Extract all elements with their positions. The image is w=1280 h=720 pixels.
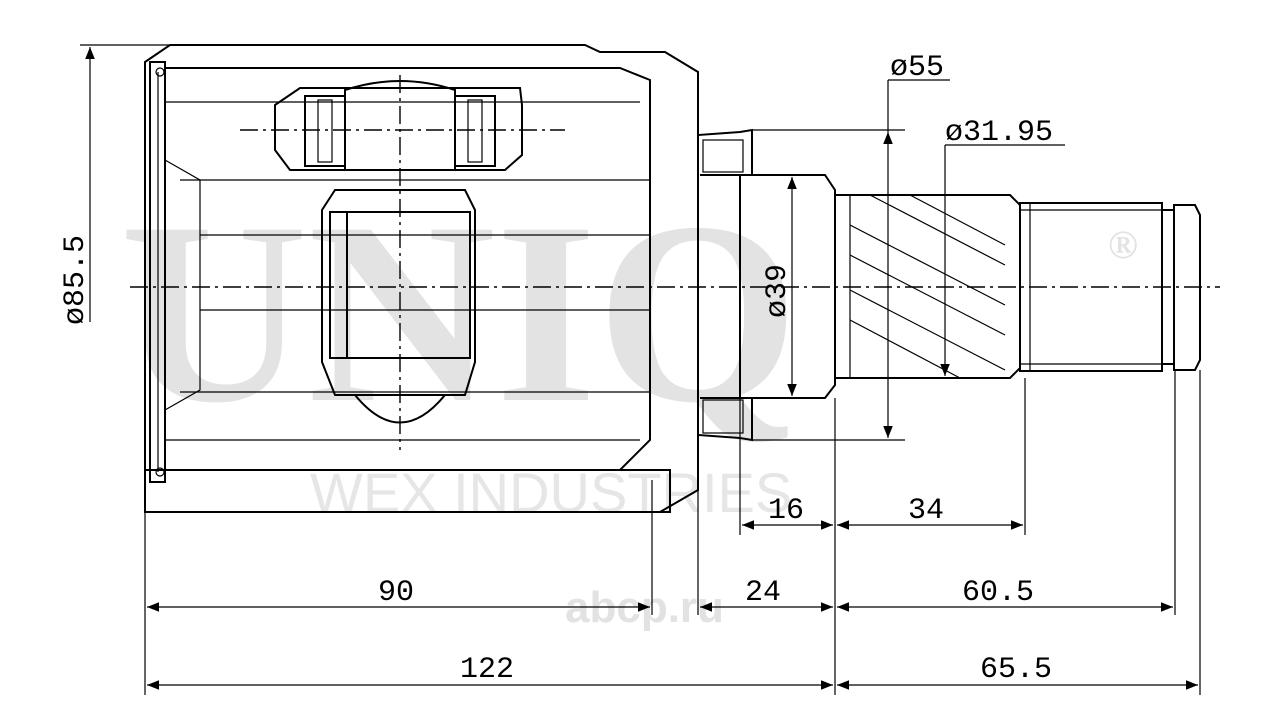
dim-length-65-5: 65.5	[980, 653, 1052, 687]
housing	[144, 44, 699, 513]
dim-spline-diameter: ø31.95	[945, 116, 1053, 150]
dim-outer-diameter: ø85.5	[59, 235, 93, 325]
watermark-registered: ®	[1108, 222, 1138, 267]
dim-length-24: 24	[745, 576, 781, 610]
dim-collar-diameter: ø55	[890, 51, 944, 85]
dimension-labels: ø85.5 ø55 ø31.95 ø39 16 34 90 24 60.5 12…	[59, 51, 1053, 687]
watermark: UNIQ ® WEX INDUSTRIES abcp.ru	[120, 169, 1138, 632]
tripod-roller-upper	[274, 80, 523, 171]
dim-length-122: 122	[460, 653, 514, 687]
dimension-lines	[85, 47, 1198, 690]
dim-length-60-5: 60.5	[962, 576, 1034, 610]
watermark-brand: UNIQ	[120, 169, 799, 457]
watermark-subtitle: WEX INDUSTRIES	[310, 461, 792, 524]
dim-length-16: 16	[768, 494, 804, 528]
dim-length-34: 34	[908, 494, 944, 528]
dim-length-90: 90	[378, 576, 414, 610]
dim-seat-diameter: ø39	[761, 264, 795, 318]
center-lines	[130, 75, 1220, 450]
extension-lines	[80, 44, 1201, 695]
